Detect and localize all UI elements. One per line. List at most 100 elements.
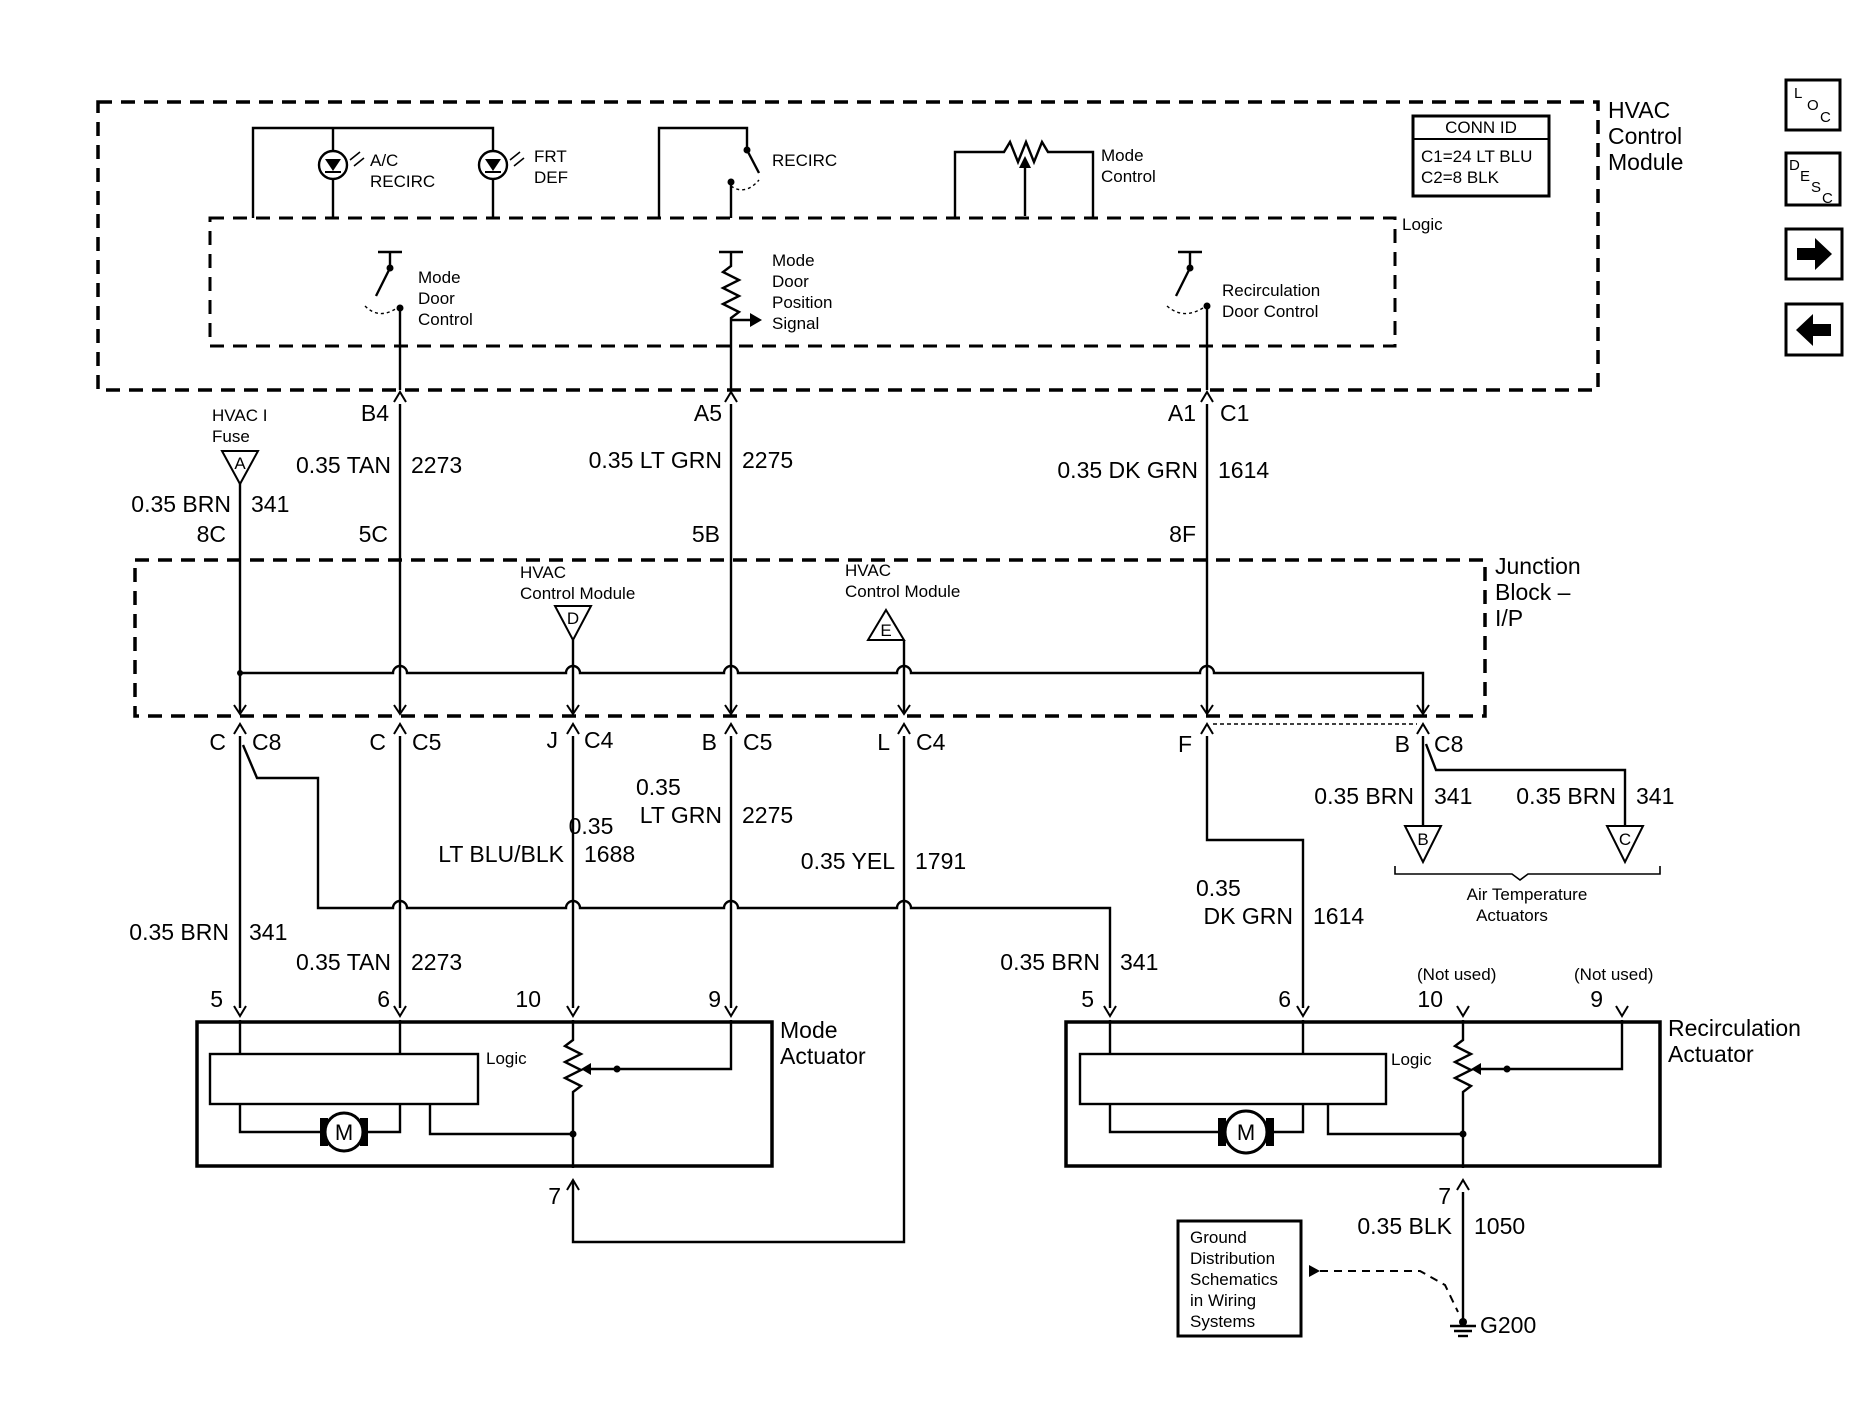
recirc-door-control-label-2: Door Control [1222,302,1318,321]
wire-brn-num: 341 [251,491,289,517]
jb-pin-5b: 5B [692,521,720,547]
jb-pin-c-1: C [209,729,226,755]
ac-recirc-led-icon [317,149,365,181]
svg-text:D: D [1789,157,1800,174]
mode-control-potentiometer-icon [1019,156,1031,216]
hvac-e-label-2: Control Module [845,582,960,601]
mode-pin-7: 7 [548,1183,561,1209]
conn-id-box: CONN ID C1=24 LT BLU C2=8 BLK [1411,114,1551,198]
pin-c1: C1 [1220,400,1249,426]
recirc-actuator: 5 6 10 9 (Not used) (Not used) Recircula… [1064,965,1801,1209]
mode-pin-9: 9 [708,986,721,1012]
recirc-pin-5: 5 [1081,986,1094,1012]
ac-recirc-label-2: RECIRC [370,172,435,191]
wire-ltgrn-lower-num: 2275 [742,802,793,828]
wire-brn-b-num: 341 [1434,783,1472,809]
mode-pin-6: 6 [377,986,390,1012]
jb-pin-b-2: B [1395,731,1410,757]
connector-b-icon: B [1403,825,1443,865]
wire-brn-c-label: 0.35 BRN [1516,783,1616,809]
ground-box-line-2: Distribution [1190,1249,1275,1268]
jb-pin-f: F [1178,731,1192,757]
jb-pin-l: L [877,729,890,755]
hvac-control-module: HVAC Control Module A/C RECIRC FRT DEF [96,97,1683,392]
mode-door-control-label-1: Mode [418,268,461,287]
jb-bottom-pins: C C8 C C5 J C4 B C5 L C4 F B C8 [209,723,1463,757]
recirc-actuator-title-1: Recirculation [1668,1015,1801,1041]
svg-text:C: C [1822,190,1833,207]
conn-id-title: CONN ID [1445,118,1517,137]
mode-control-label-1: Mode [1101,146,1144,165]
recirc-pin-9: 9 [1590,986,1603,1012]
loc-button[interactable]: L O C [1784,78,1842,132]
jb-pin-b-1: B [702,729,717,755]
wire-brn-b-label: 0.35 BRN [1314,783,1414,809]
svg-text:B: B [1417,830,1428,849]
connector-e-icon: E [866,608,906,641]
wire-dkgrn-lower-num: 1614 [1313,903,1364,929]
wire-yel-label: 0.35 YEL [801,848,895,874]
wire-ltblublk-num: 1688 [584,841,635,867]
mode-door-position-label-2: Door [772,272,809,291]
lower-wires: 0.35 LT BLU/BLK 1688 0.35 LT GRN 2275 0.… [129,736,1674,1244]
wire-dkgrn-num: 1614 [1218,457,1269,483]
svg-text:D: D [567,609,579,628]
mode-control-label-2: Control [1101,167,1156,186]
hvac-module-title-3: Module [1608,149,1683,175]
connector-c-icon: C [1605,825,1645,865]
ground-box-line-5: Systems [1190,1312,1255,1331]
recirc-actuator-title-2: Actuator [1668,1041,1754,1067]
frt-def-label-1: FRT [534,147,567,166]
prev-page-button[interactable] [1784,302,1844,357]
wire-ltgrn-lower-label-1: 0.35 [636,774,681,800]
jb-pin-j: J [547,727,559,753]
mode-door-position-resistor-icon [719,250,762,390]
svg-text:C: C [1820,109,1831,126]
wire-tan-lower-label: 0.35 TAN [296,949,391,975]
junction-block-title-1: Junction [1495,553,1581,579]
wire-tan-num: 2273 [411,452,462,478]
mode-door-position-label-4: Signal [772,314,819,333]
pin-b4: B4 [361,400,389,426]
mode-logic-label: Logic [486,1049,527,1068]
mode-door-position-label-3: Position [772,293,832,312]
desc-button[interactable]: D E S C [1784,151,1842,207]
ac-recirc-label-1: A/C [370,151,398,170]
arrow-right-icon [1797,238,1832,270]
svg-text:S: S [1811,179,1821,196]
svg-text:C: C [1619,830,1631,849]
wire-ltblublk-label-2: LT BLU/BLK [438,841,564,867]
mode-pin-5: 5 [210,986,223,1012]
wire-ltblublk-label-1: 0.35 [569,813,614,839]
jb-pin-c5-2: C5 [743,729,772,755]
recirc-pin-10: 10 [1417,986,1443,1012]
junction-block-title-3: I/P [1495,605,1523,631]
wire-dkgrn-label: 0.35 DK GRN [1057,457,1198,483]
jb-pin-c4-1: C4 [584,727,614,753]
upper-wires: HVAC I Fuse A 0.35 BRN 341 0.35 TAN 2273… [131,404,1269,712]
wire-tan-lower-num: 2273 [411,949,462,975]
svg-text:M: M [1237,1120,1255,1145]
frt-def-led-icon [477,149,525,181]
svg-text:A: A [234,454,246,473]
wire-blk-num: 1050 [1474,1213,1525,1239]
conn-id-c2: C2=8 BLK [1421,168,1500,187]
logic-label: Logic [1402,215,1443,234]
recirc-motor-icon: M [1218,1109,1274,1155]
hvac-d-label-1: HVAC [520,563,566,582]
mode-door-control-label-3: Control [418,310,473,329]
ground-box-line-4: in Wiring [1190,1291,1256,1310]
jb-pin-8c: 8C [197,521,226,547]
wire-brn-recirc-num: 341 [1120,949,1158,975]
recirc-pin9-not-used: (Not used) [1574,965,1653,984]
svg-text:E: E [1800,168,1810,185]
wire-ltgrn-label: 0.35 LT GRN [589,447,722,473]
mode-door-control-label-2: Door [418,289,455,308]
svg-text:O: O [1807,97,1819,114]
jb-pin-c5-1: C5 [412,729,441,755]
mode-actuator-title-1: Mode [780,1017,838,1043]
recirc-logic-label: Logic [1391,1050,1432,1069]
next-page-button[interactable] [1784,227,1844,281]
hvac-d-label-2: Control Module [520,584,635,603]
wire-blk-label: 0.35 BLK [1357,1213,1452,1239]
